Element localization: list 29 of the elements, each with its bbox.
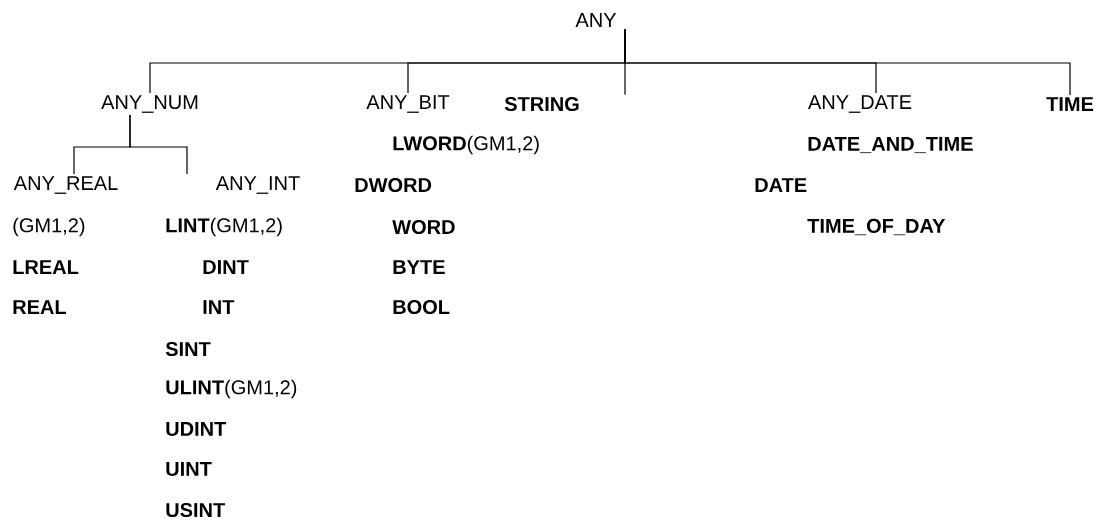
- type-label: UINT: [166, 462, 212, 476]
- type-label: BYTE: [393, 260, 445, 274]
- type-label: DATE_AND_TIME: [808, 136, 973, 154]
- type-label: (GM1,2): [13, 217, 85, 237]
- type-label: STRING: [504, 96, 579, 112]
- type-label: LINT(GM1,2): [166, 217, 282, 237]
- type-label: DINT: [203, 260, 249, 274]
- type-label: ANY_DATE: [808, 95, 912, 113]
- type-label: TIME: [1046, 97, 1094, 111]
- tree-connector: [129, 114, 188, 175]
- type-label: LWORD(GM1,2): [393, 135, 539, 155]
- type-label: INT: [203, 300, 235, 314]
- type-label: WORD: [392, 219, 455, 235]
- type-label: ANY: [575, 13, 617, 27]
- type-label: UDINT: [166, 422, 227, 436]
- type-label: BOOL: [393, 299, 450, 315]
- type-label: DWORD: [355, 177, 432, 193]
- tree-connector: [624, 28, 1071, 96]
- type-label: ANY_BIT: [366, 95, 450, 113]
- type-label: LREAL: [13, 260, 79, 274]
- type-label: TIME_OF_DAY: [807, 218, 946, 236]
- type-label: USINT: [166, 502, 225, 518]
- type-label: ANY_NUM: [101, 95, 198, 113]
- type-label: ULINT(GM1,2): [166, 379, 297, 399]
- type-label: ANY_INT: [215, 176, 300, 194]
- type-label: DATE: [755, 178, 807, 192]
- type-label: SINT: [165, 341, 211, 357]
- type-label: REAL: [13, 300, 67, 314]
- type-label: ANY_REAL: [13, 176, 118, 194]
